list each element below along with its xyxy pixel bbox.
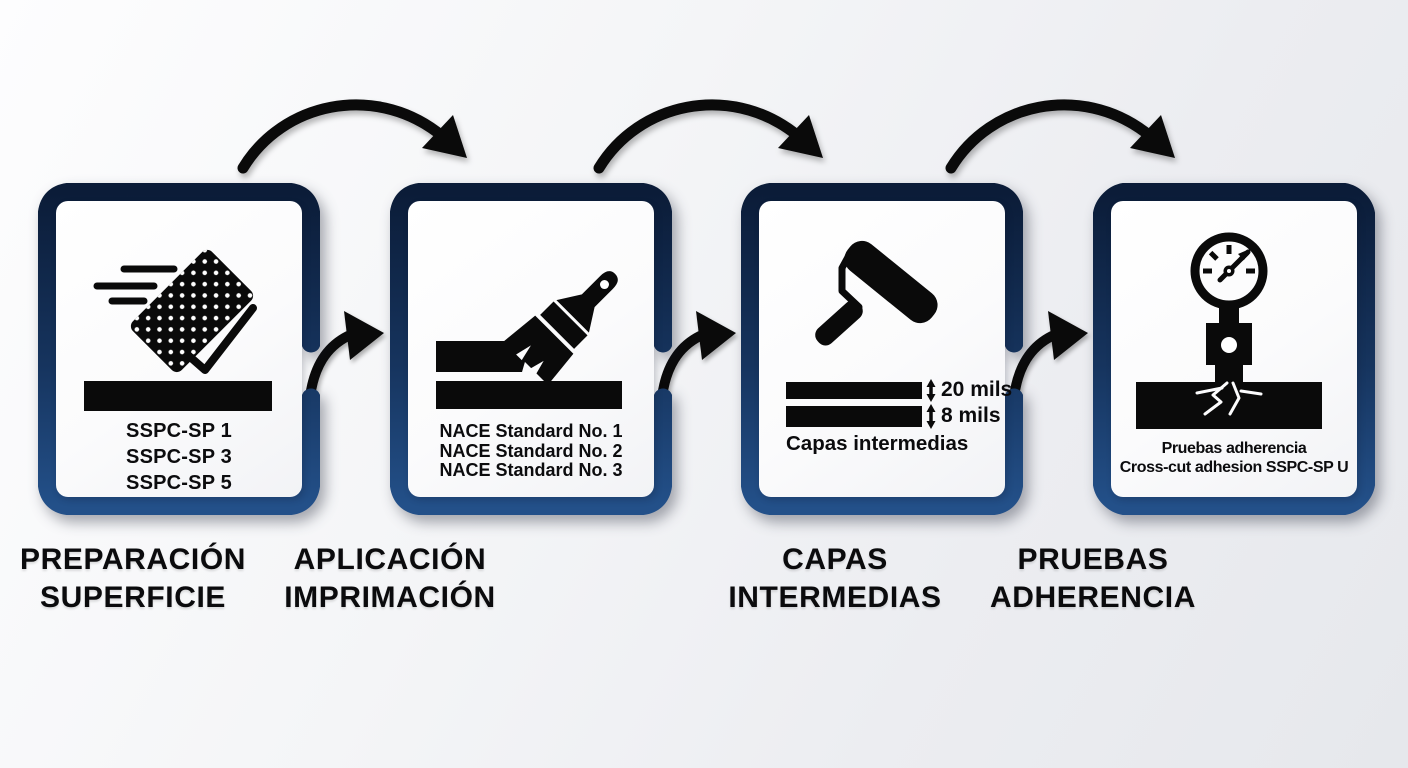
sanding-block-icon xyxy=(84,249,272,411)
card-border xyxy=(741,183,1023,515)
standards-list: Pruebas adherencia Cross-cut adhesion SS… xyxy=(1111,439,1357,477)
step-title-line: IMPRIMACIÓN xyxy=(284,581,496,614)
standard-line: SSPC-SP 1 xyxy=(126,420,232,442)
step-title-line: INTERMEDIAS xyxy=(728,581,942,614)
step-title-line: PREPARACIÓN xyxy=(19,543,247,576)
standards-list: SSPC-SP 1 SSPC-SP 3 SSPC-SP 5 xyxy=(56,418,302,496)
step-title-line: APLICACIÓN xyxy=(293,543,487,576)
curved-arrow-icon xyxy=(945,99,1175,174)
step-title-aplicacion-imprimacion: APLICACIÓN IMPRIMACIÓN xyxy=(284,541,496,617)
card-panel: NACE Standard No. 1 NACE Standard No. 2 … xyxy=(408,201,654,497)
step-title-preparacion-superficie: PREPARACIÓN SUPERFICIE xyxy=(20,541,246,617)
standard-line: SSPC-SP 3 xyxy=(126,446,232,468)
card-panel: 20 mils 8 mils Capas intermedias xyxy=(759,201,1012,497)
thickness-arrow-icon xyxy=(926,379,936,429)
card-border xyxy=(38,183,320,515)
thickness-label: 8 mils xyxy=(941,404,1001,427)
card-border xyxy=(390,183,672,515)
standard-line: SSPC-SP 5 xyxy=(126,472,232,494)
step-title-line: PRUEBAS xyxy=(1017,543,1169,576)
standard-line: Cross-cut adhesion SSPC-SP U xyxy=(1119,459,1349,476)
standard-line: NACE Standard No. 1 xyxy=(439,421,623,441)
standards-list: NACE Standard No. 1 NACE Standard No. 2 … xyxy=(408,421,654,481)
step-title-line: CAPAS xyxy=(782,543,888,576)
step-title-capas-intermedias: CAPAS INTERMEDIAS xyxy=(728,541,941,617)
card-panel: Pruebas adherencia Cross-cut adhesion SS… xyxy=(1111,201,1357,497)
layers-caption: Capas intermedias xyxy=(786,432,969,455)
paint-roller-icon xyxy=(786,240,938,429)
card-panel: SSPC-SP 1 SSPC-SP 3 SSPC-SP 5 xyxy=(56,201,302,497)
paint-brush-icon xyxy=(436,271,622,409)
standard-line: Pruebas adherencia xyxy=(1161,440,1307,457)
thickness-label: 20 mils xyxy=(941,378,1013,401)
card-border xyxy=(1093,183,1375,515)
step-card-pruebas-adherencia: Pruebas adherencia Cross-cut adhesion SS… xyxy=(1093,183,1375,515)
curved-arrow-icon xyxy=(593,99,823,174)
step-card-capas-intermedias: 20 mils 8 mils Capas intermedias xyxy=(741,183,1023,515)
step-card-aplicacion-imprimacion: NACE Standard No. 1 NACE Standard No. 2 … xyxy=(390,183,672,515)
step-title-line: SUPERFICIE xyxy=(39,581,227,614)
standard-line: NACE Standard No. 3 xyxy=(439,460,623,480)
curved-arrow-icon xyxy=(237,99,467,174)
step-title-pruebas-adherencia: PRUEBAS ADHERENCIA xyxy=(990,541,1196,617)
step-card-preparacion-superficie: SSPC-SP 1 SSPC-SP 3 SSPC-SP 5 xyxy=(38,183,320,515)
step-title-line: ADHERENCIA xyxy=(989,581,1197,614)
adhesion-gauge-icon xyxy=(1136,232,1322,429)
standard-line: NACE Standard No. 2 xyxy=(439,440,623,461)
